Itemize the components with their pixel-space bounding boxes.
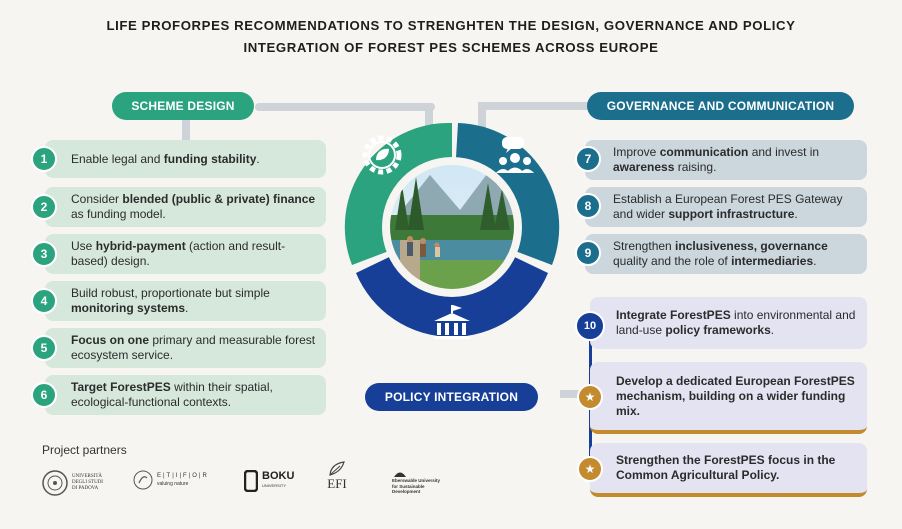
building-icon — [434, 305, 470, 339]
scheme-card-3-text: Use hybrid-payment (action and result-ba… — [71, 239, 286, 268]
scheme-card-4-text: Build robust, proportionate but simple m… — [71, 286, 270, 315]
governance-pill: GOVERNANCE AND COMMUNICATION — [587, 92, 854, 120]
scheme-design-pill: SCHEME DESIGN — [112, 92, 254, 120]
connector-gov-down — [478, 102, 486, 142]
logo-etifor: E|T|I|F|O|R valuing nature — [133, 470, 209, 490]
governance-card-9-text: Strengthen inclusiveness, governance qua… — [613, 239, 828, 268]
policy-star-1: ★ — [577, 384, 603, 410]
boku-icon — [244, 470, 258, 492]
padova-seal-icon — [42, 470, 68, 496]
scheme-card-5-text: Focus on one primary and measurable fore… — [71, 333, 316, 362]
scheme-card-3: Use hybrid-payment (action and result-ba… — [45, 234, 326, 274]
scheme-num-3: 3 — [31, 241, 57, 267]
scheme-num-5: 5 — [31, 335, 57, 361]
governance-card-9: Strengthen inclusiveness, governance qua… — [585, 234, 867, 274]
governance-card-8: Establish a European Forest PES Gateway … — [585, 187, 867, 227]
logo-boku: BOKU UNIVERSITY — [244, 470, 294, 492]
policy-num-10: 10 — [575, 311, 605, 341]
etifor-icon — [133, 470, 153, 490]
scheme-num-2: 2 — [31, 194, 57, 220]
policy-card-mechanism-text: Develop a dedicated European ForestPES m… — [616, 373, 855, 418]
connector-scheme-down — [425, 103, 433, 143]
connector-gov — [478, 102, 588, 110]
connector-scheme — [255, 103, 435, 111]
people-icon — [496, 137, 534, 173]
governance-card-8-text: Establish a European Forest PES Gateway … — [613, 192, 843, 221]
scheme-num-1: 1 — [31, 146, 57, 172]
logo-eberswalde: Eberswalde University for Sustainable De… — [392, 468, 440, 495]
leaf-icon — [329, 461, 345, 476]
scheme-card-4: Build robust, proportionate but simple m… — [45, 281, 326, 321]
scheme-card-2: Consider blended (public & private) fina… — [45, 187, 326, 227]
connector-policy — [560, 390, 590, 398]
page-title: LIFE PROFORPES RECOMMENDATIONS TO STRENG… — [40, 15, 862, 59]
scheme-num-6: 6 — [31, 382, 57, 408]
connector-scheme-left — [182, 118, 190, 140]
eberswalde-icon — [394, 472, 406, 477]
governance-card-7-text: Improve communication and invest in awar… — [613, 145, 820, 174]
scheme-card-1: Enable legal and funding stability. — [45, 140, 326, 178]
scheme-card-6: Target ForestPES within their spatial, e… — [45, 375, 326, 415]
governance-num-9: 9 — [575, 240, 601, 266]
policy-star-2: ★ — [577, 456, 603, 482]
logo-efi: EFI — [326, 460, 348, 492]
scheme-card-6-text: Target ForestPES within their spatial, e… — [71, 380, 273, 409]
policy-card-cap: Strengthen the ForestPES focus in the Co… — [590, 443, 867, 497]
logo-padova: UNIVERSITÀ DEGLI STUDI DI PADOVA — [42, 470, 103, 496]
title-line-2: INTEGRATION OF FOREST PES SCHEMES ACROSS… — [243, 40, 659, 55]
policy-card-mechanism: Develop a dedicated European ForestPES m… — [590, 362, 867, 434]
scheme-card-1-text: Enable legal and funding stability. — [71, 151, 260, 166]
governance-num-7: 7 — [575, 146, 601, 172]
scheme-card-2-text: Consider blended (public & private) fina… — [71, 192, 316, 221]
policy-card-cap-text: Strengthen the ForestPES focus in the Co… — [616, 453, 836, 482]
title-line-1: LIFE PROFORPES RECOMMENDATIONS TO STRENG… — [106, 18, 796, 33]
policy-integration-pill: POLICY INTEGRATION — [365, 383, 538, 411]
gear-icon — [362, 135, 402, 175]
policy-card-10: Integrate ForestPES into environmental a… — [590, 297, 867, 349]
policy-card-10-text: Integrate ForestPES into environmental a… — [616, 308, 856, 337]
central-diagram — [344, 122, 560, 339]
governance-num-8: 8 — [575, 193, 601, 219]
governance-card-7: Improve communication and invest in awar… — [585, 140, 867, 180]
scheme-card-5: Focus on one primary and measurable fore… — [45, 328, 326, 368]
scheme-num-4: 4 — [31, 288, 57, 314]
partners-label: Project partners — [42, 443, 127, 457]
